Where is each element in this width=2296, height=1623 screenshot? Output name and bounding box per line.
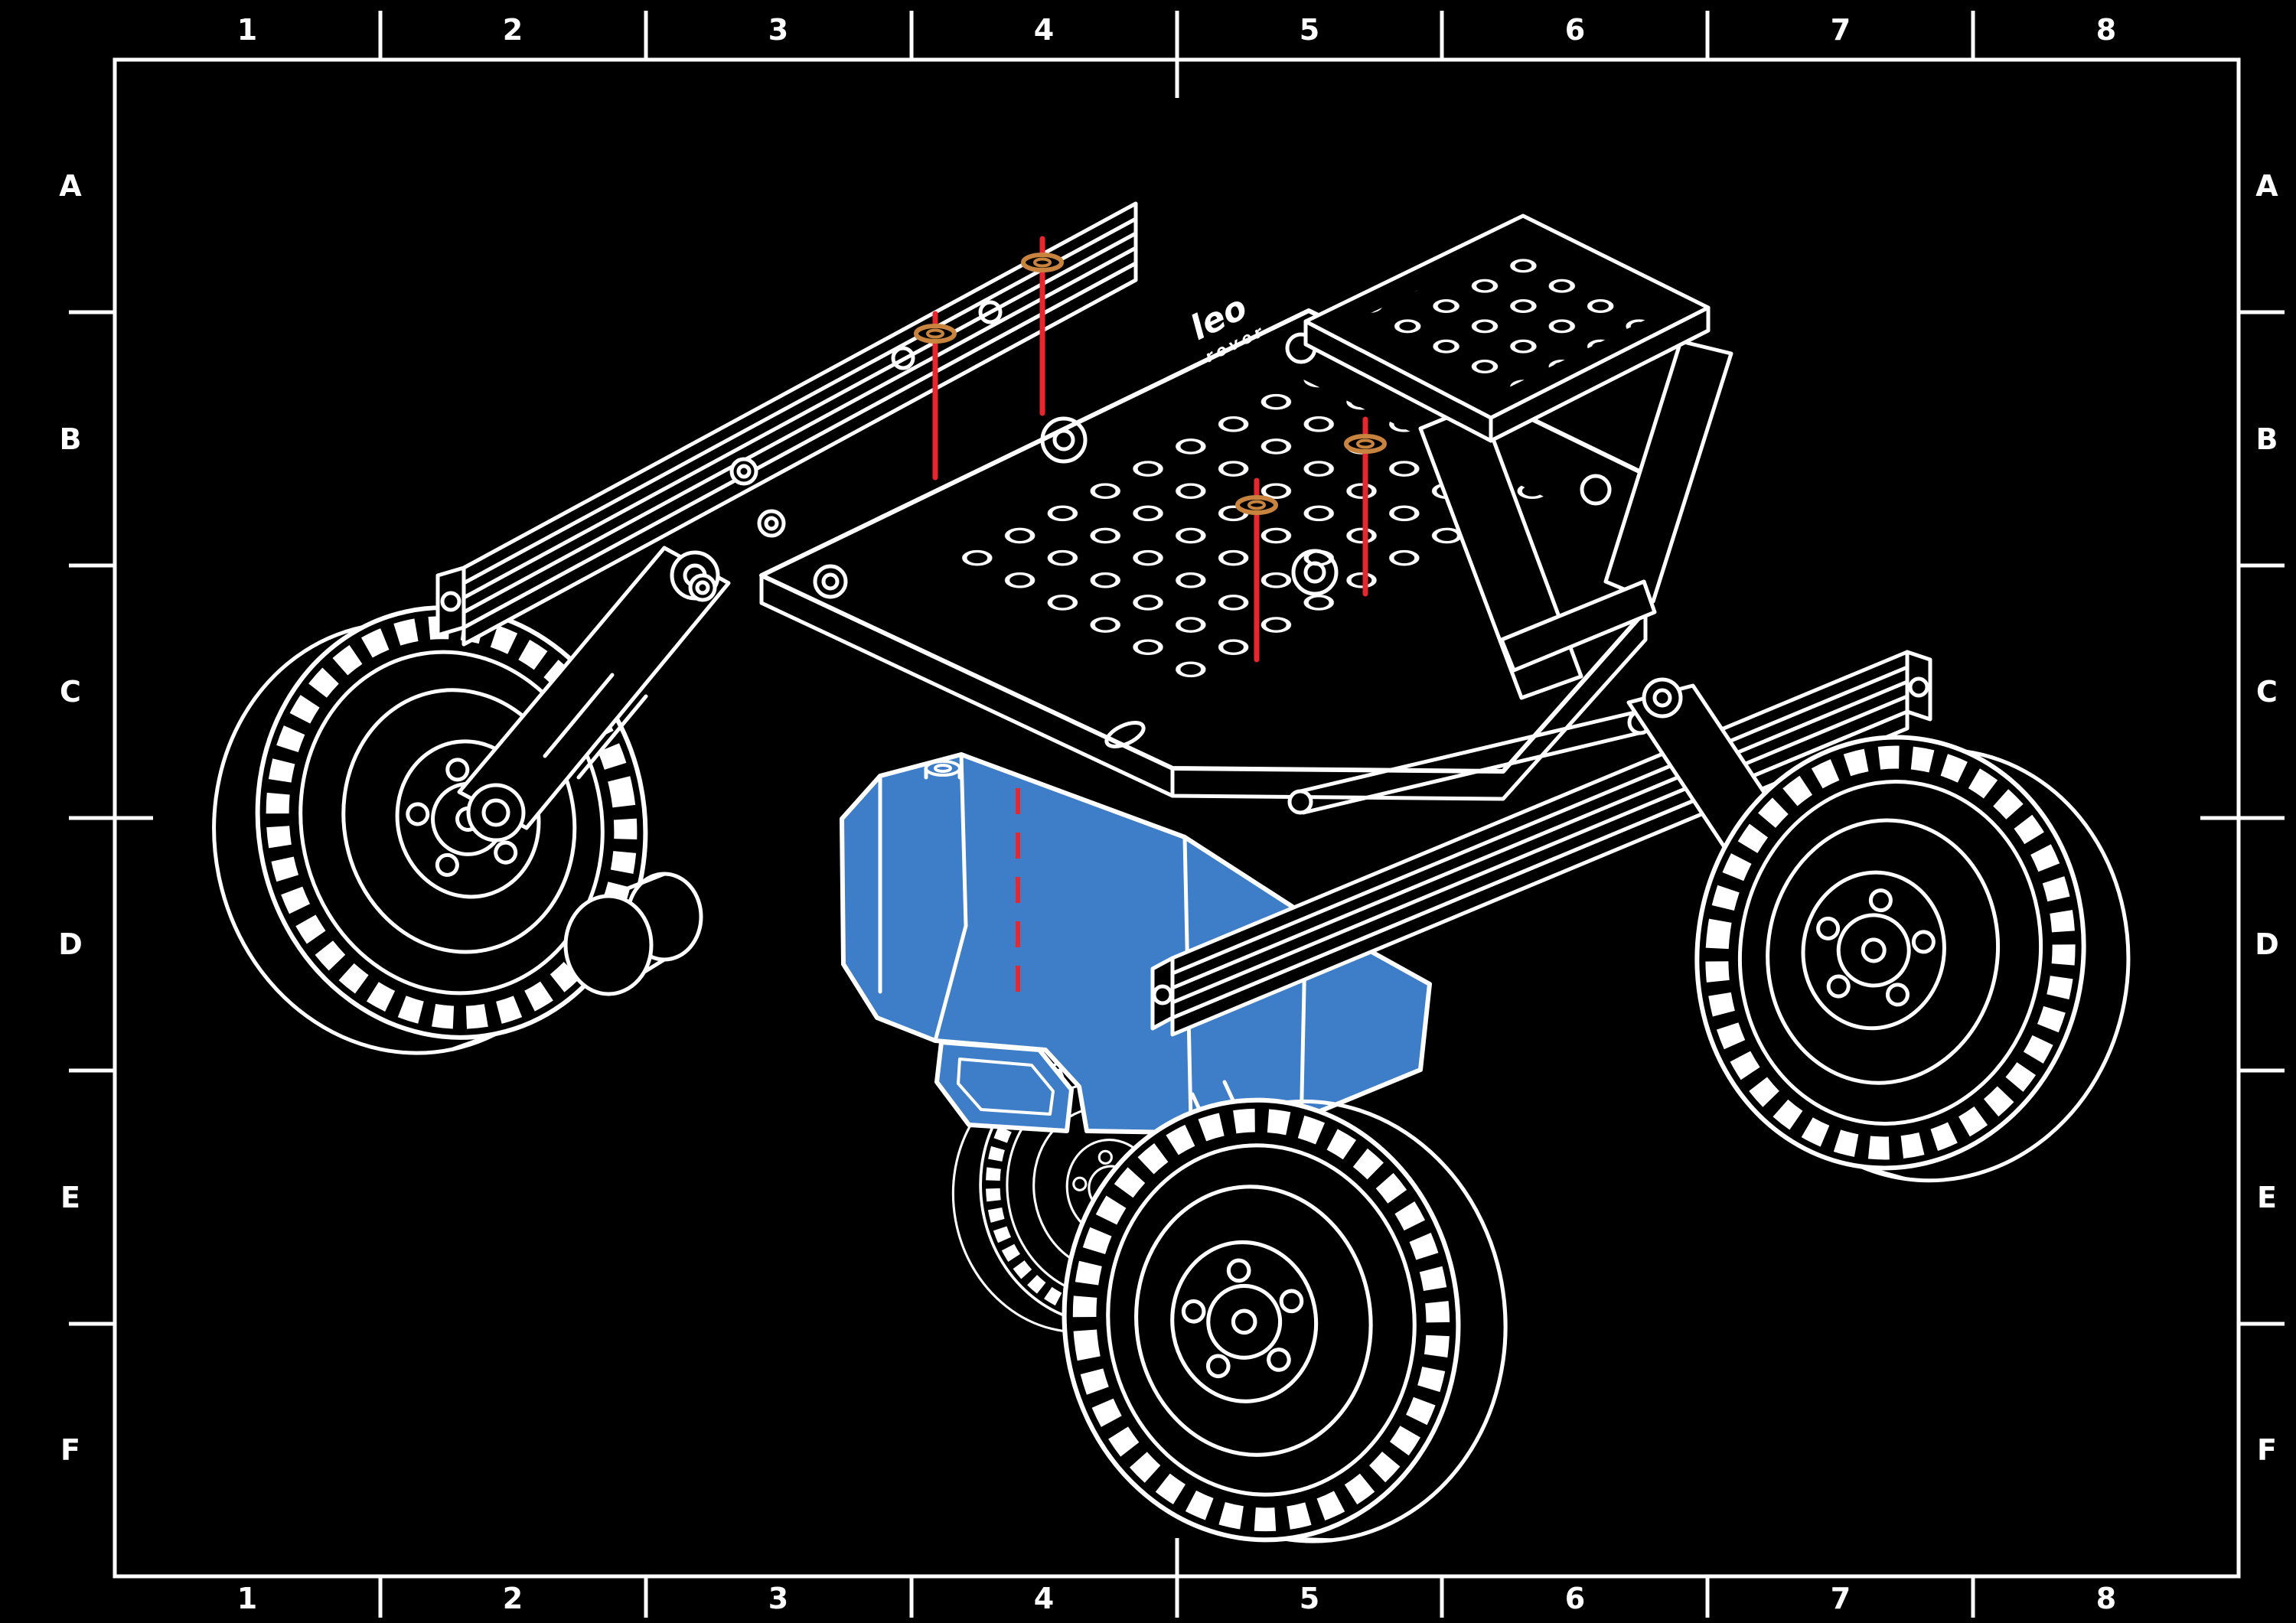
- zone-col-bottom-2: 2: [502, 1582, 523, 1615]
- zone-row-left-c: C: [60, 675, 81, 709]
- screw-icon-3: [1235, 477, 1278, 663]
- zone-col-top-6: 6: [1564, 13, 1586, 47]
- zone-col-bottom-1: 1: [236, 1582, 258, 1615]
- rover-illustration: leo rover: [173, 201, 2157, 1566]
- battery-box: [840, 752, 1432, 1136]
- zone-row-left-e: E: [60, 1181, 80, 1214]
- motor-housing: [563, 872, 703, 996]
- zone-col-top-4: 4: [1033, 13, 1055, 47]
- zone-col-top-7: 7: [1830, 13, 1851, 47]
- zone-row-right-c: C: [2256, 675, 2278, 709]
- battery-bolt: [924, 760, 962, 780]
- screw-icon-4: [1344, 416, 1387, 597]
- zone-col-bottom-8: 8: [2095, 1582, 2117, 1615]
- sensor-tower: [1303, 213, 1733, 700]
- zone-col-bottom-6: 6: [1564, 1582, 1586, 1615]
- zone-col-bottom-7: 7: [1830, 1582, 1851, 1615]
- zone-col-bottom-3: 3: [768, 1582, 789, 1615]
- zone-ticks: [69, 11, 2285, 1618]
- zone-col-bottom-4: 4: [1033, 1582, 1055, 1615]
- zone-col-top-3: 3: [768, 13, 789, 47]
- zone-row-left-b: B: [59, 422, 82, 456]
- zone-row-right-b: B: [2255, 422, 2278, 456]
- zone-row-left-d: D: [58, 927, 83, 961]
- zone-row-right-e: E: [2257, 1181, 2277, 1214]
- sheet-frame: [69, 11, 2285, 1618]
- zone-row-right-a: A: [2255, 169, 2278, 203]
- zone-row-right-f: F: [2257, 1433, 2277, 1467]
- fasteners: [914, 236, 1387, 663]
- zone-col-top-2: 2: [502, 13, 523, 47]
- screw-icon-2: [1021, 236, 1064, 416]
- zone-col-bottom-5: 5: [1299, 1582, 1320, 1615]
- zone-row-left-f: F: [60, 1433, 80, 1467]
- rail-mount-bolts: [688, 457, 786, 602]
- zone-col-top-5: 5: [1299, 13, 1320, 47]
- screw-icon-1: [914, 311, 957, 481]
- zone-row-right-d: D: [2255, 927, 2279, 961]
- chassis-rail-left: [435, 201, 1138, 647]
- zone-col-top-8: 8: [2095, 13, 2117, 47]
- zone-col-top-1: 1: [236, 13, 258, 47]
- battery-connector: [934, 1040, 1074, 1133]
- zone-row-left-a: A: [59, 169, 82, 203]
